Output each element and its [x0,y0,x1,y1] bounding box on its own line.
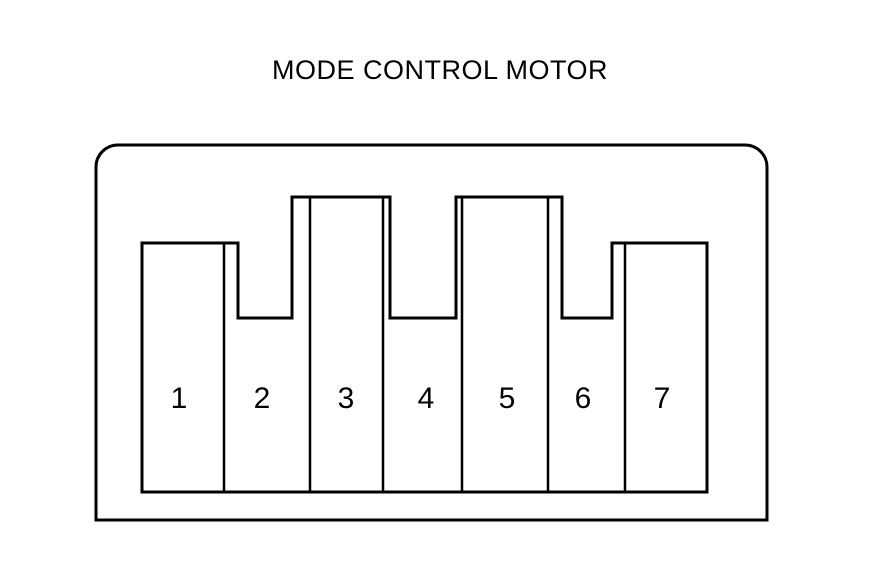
pin-label-7: 7 [654,382,671,415]
pin-label-6: 6 [575,382,592,415]
pin-label-5: 5 [499,382,516,415]
pin-label-2: 2 [254,382,271,415]
pin-label-4: 4 [418,382,435,415]
page-title: MODE CONTROL MOTOR [271,55,608,85]
connector-housing-outline [94,143,769,522]
terminal-cavity-outline [140,195,709,494]
pin-label-1: 1 [171,382,188,415]
pin-label-3: 3 [338,382,355,415]
